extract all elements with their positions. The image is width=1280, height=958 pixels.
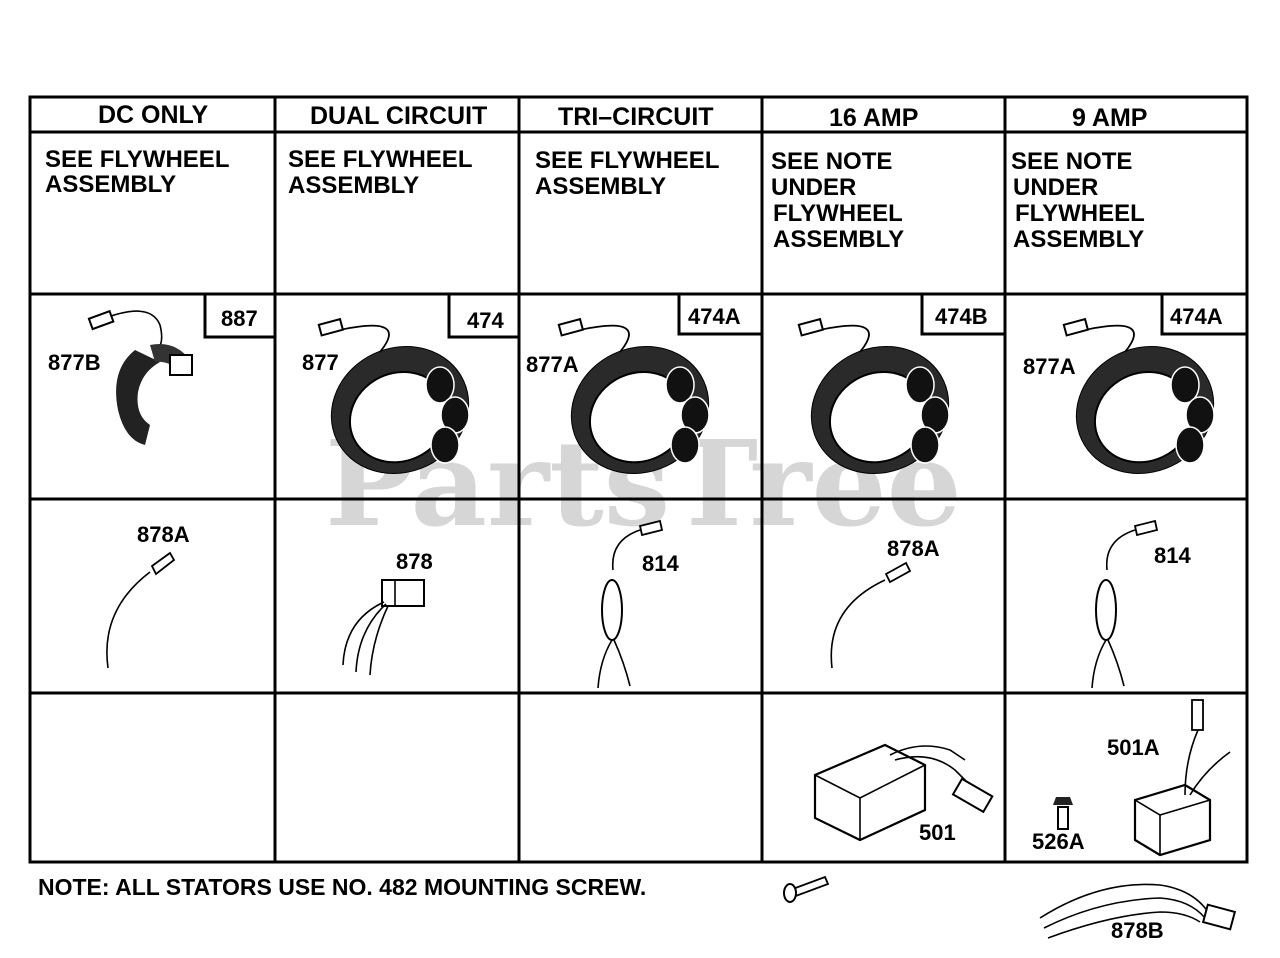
stator-number: 474A	[1170, 304, 1223, 329]
header-dual-circuit: DUAL CIRCUIT	[310, 102, 487, 130]
mounting-screw-icon	[783, 875, 830, 903]
regulator-part-label: 501	[919, 820, 956, 845]
stator-ring	[797, 317, 950, 475]
dc-stator-illustration	[87, 309, 193, 445]
stator-part-label: 877	[302, 350, 339, 375]
note-line: SEE NOTE	[1011, 148, 1132, 175]
wire-part-label: 878A	[137, 522, 190, 547]
harness-878b-illustration	[1039, 883, 1237, 939]
screw-526a-illustration	[1053, 797, 1073, 830]
column-notes: SEE FLYWHEEL ASSEMBLY SEE FLYWHEEL ASSEM…	[45, 146, 1145, 253]
note-line: SEE FLYWHEEL	[535, 147, 719, 174]
header-9-amp: 9 AMP	[1072, 104, 1147, 132]
wire-part-label: 878A	[887, 536, 940, 561]
note-line: SEE FLYWHEEL	[288, 146, 472, 173]
column-headers: DC ONLY DUAL CIRCUIT TRI–CIRCUIT 16 AMP …	[98, 101, 1147, 132]
header-tri-circuit: TRI–CIRCUIT	[558, 103, 714, 131]
wire-part-label: 878	[396, 549, 433, 574]
stator-ring	[557, 317, 710, 475]
stator-ring	[317, 317, 470, 475]
footer-note: NOTE: ALL STATORS USE NO. 482 MOUNTING S…	[38, 874, 646, 900]
regulator-501-illustration	[813, 743, 994, 842]
dual-lead-connector-illustration	[342, 579, 425, 676]
note-line: SEE FLYWHEEL	[45, 146, 229, 173]
note-line: ASSEMBLY	[288, 172, 419, 199]
header-dc-only: DC ONLY	[98, 101, 209, 129]
stator-number-boxes: 887 474 474A 474B 474A	[203, 292, 1249, 339]
note-line: FLYWHEEL	[1015, 200, 1145, 227]
wire-part-label: 814	[642, 551, 679, 576]
screw-part-label: 526A	[1032, 829, 1085, 854]
note-line: ASSEMBLY	[773, 226, 904, 253]
stator-number: 474B	[935, 304, 988, 329]
regulator-part-label: 501A	[1107, 735, 1160, 760]
note-line: SEE NOTE	[771, 148, 892, 175]
stator-ring	[1062, 317, 1215, 475]
stator-part-label: 877A	[526, 352, 579, 377]
single-lead-wire-illustration	[106, 551, 912, 669]
stator-number: 474A	[688, 304, 741, 329]
note-line: UNDER	[771, 174, 856, 201]
stator-illustrations	[317, 317, 1215, 475]
note-line: ASSEMBLY	[535, 173, 666, 200]
note-line: ASSEMBLY	[45, 171, 176, 198]
stator-number: 474	[467, 308, 504, 333]
stator-part-label: 877A	[1023, 354, 1076, 379]
stator-number: 887	[221, 306, 258, 331]
note-line: UNDER	[1013, 174, 1098, 201]
note-line: ASSEMBLY	[1013, 226, 1144, 253]
header-16-amp: 16 AMP	[829, 104, 918, 132]
stator-part-label: 877B	[48, 350, 101, 375]
regulator-501a-illustration	[1133, 699, 1231, 857]
note-line: FLYWHEEL	[773, 200, 903, 227]
diode-lead-illustration	[597, 519, 1159, 689]
wire-part-label: 814	[1154, 543, 1191, 568]
harness-part-label: 878B	[1111, 918, 1164, 943]
